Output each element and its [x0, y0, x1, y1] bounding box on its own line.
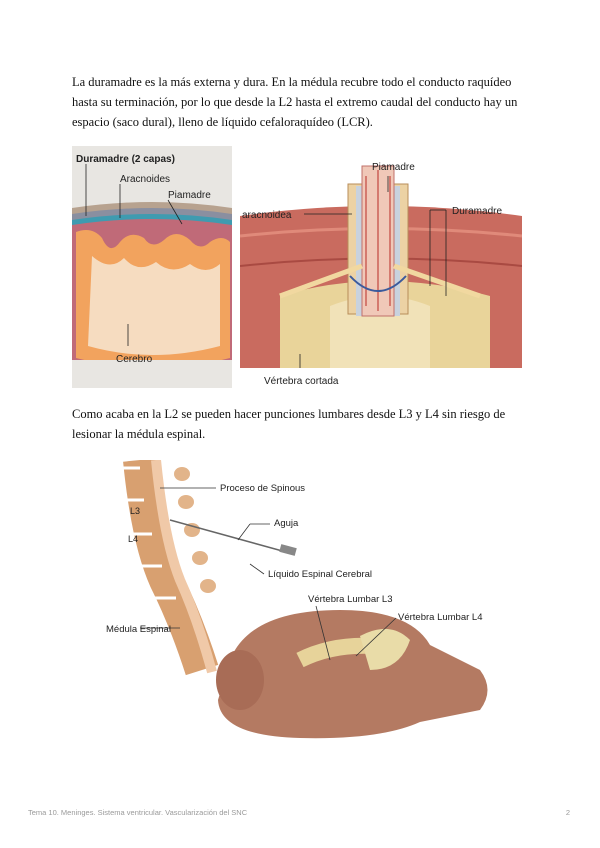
paragraph-duramadre: La duramadre es la más externa y dura. E… — [72, 72, 532, 132]
figure-lumbar-puncture: Proceso de Spinous L3 L4 Aguja Líquido E… — [100, 460, 502, 748]
paragraph-puncion-lumbar: Como acaba en la L2 se pueden hacer punc… — [72, 404, 532, 444]
brain-meninges-illustration: Duramadre (2 capas) Aracnoides Piamadre … — [72, 146, 232, 388]
label-aracnoides: Aracnoides — [120, 174, 170, 185]
figure-brain-meninges: Duramadre (2 capas) Aracnoides Piamadre … — [72, 146, 232, 388]
figure-spinal-meninges: Piamadre aracnoidea Duramadre Vértebra c… — [240, 146, 522, 388]
label-proceso-spinous: Proceso de Spinous — [220, 483, 305, 494]
label-duramadre-spinal: Duramadre — [452, 206, 502, 217]
label-vertebra-l3: Vértebra Lumbar L3 — [308, 594, 393, 605]
label-piamadre-spinal: Piamadre — [372, 162, 415, 173]
label-l3: L3 — [130, 506, 140, 516]
label-vertebra-cortada: Vértebra cortada — [264, 376, 339, 387]
label-vertebra-l4: Vértebra Lumbar L4 — [398, 612, 483, 623]
label-aguja: Aguja — [274, 518, 299, 529]
label-cerebro: Cerebro — [116, 354, 153, 365]
label-l4: L4 — [128, 534, 138, 544]
label-medula-espinal: Médula Espinal — [106, 624, 171, 635]
spinal-meninges-illustration: Piamadre aracnoidea Duramadre Vértebra c… — [240, 146, 522, 388]
label-aracnoidea: aracnoidea — [242, 210, 292, 221]
footer-title: Tema 10. Meninges. Sistema ventricular. … — [28, 808, 247, 817]
label-piamadre: Piamadre — [168, 190, 211, 201]
page-number: 2 — [566, 808, 570, 817]
label-liquido-espinal: Líquido Espinal Cerebral — [268, 569, 372, 580]
label-duramadre: Duramadre (2 capas) — [76, 154, 175, 165]
lumbar-puncture-illustration: Proceso de Spinous L3 L4 Aguja Líquido E… — [100, 460, 502, 748]
